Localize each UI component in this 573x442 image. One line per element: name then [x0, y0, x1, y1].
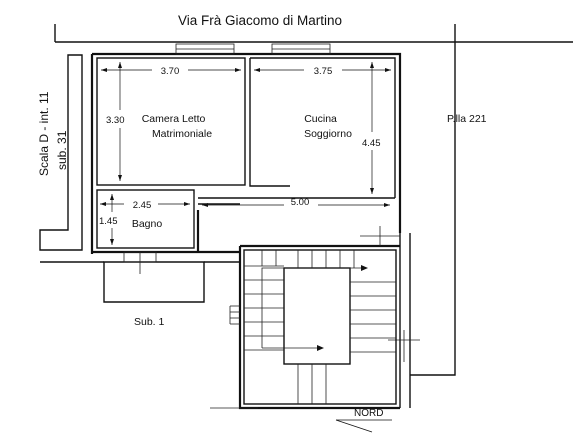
left-neighbour-outline — [39, 54, 83, 251]
sub-label: Sub. 1 — [134, 316, 165, 328]
side-label-line2: sub. 31 — [55, 130, 69, 170]
dim-corridor-length-label: 5.00 — [291, 197, 310, 208]
dim-bedroom-width: 3.70 — [101, 66, 241, 77]
dim-bath-height-label: 1.45 — [99, 216, 118, 227]
lower-block — [103, 261, 205, 303]
stairwell-inner — [243, 249, 397, 405]
dim-bedroom-width-label: 3.70 — [161, 66, 180, 77]
stairwell-outline — [238, 244, 400, 410]
stair-arrow-up-icon — [361, 265, 368, 271]
room-kitchen — [249, 57, 396, 198]
window-bedroom — [175, 43, 235, 55]
dim-kitchen-width: 3.75 — [254, 66, 391, 77]
dim-bedroom-height: 3.30 — [106, 62, 125, 181]
stair-steps — [244, 250, 396, 404]
room-label-bedroom: Camera Letto Matrimoniale — [142, 113, 212, 140]
room-label-bedroom-line1: Camera Letto — [142, 113, 206, 125]
dim-bath-width-label: 2.45 — [133, 200, 152, 211]
room-label-bathroom: Bagno — [132, 218, 163, 230]
dim-bedroom-height-label: 3.30 — [106, 115, 125, 126]
dim-kitchen-height-label: 4.45 — [362, 138, 381, 149]
right-neighbour-wall — [399, 42, 456, 408]
stairwell-vent — [229, 305, 240, 325]
north-arrow-icon — [335, 419, 392, 433]
window-kitchen — [271, 43, 331, 55]
dim-bath-height: 1.45 — [99, 194, 118, 245]
side-label-line1: Scala D - int. 11 — [37, 91, 51, 176]
apartment-outer-wall — [90, 52, 402, 254]
dim-kitchen-height: 4.45 — [362, 62, 381, 194]
room-label-kitchen-line2: Soggiorno — [304, 128, 352, 140]
stair-direction-path — [261, 267, 364, 348]
dim-corridor-length: 5.00 — [202, 197, 390, 208]
room-label-kitchen-line1: Cucina — [304, 113, 337, 125]
room-bedroom — [96, 57, 246, 186]
north-label: NORD — [354, 408, 383, 419]
street-name: Via Frà Giacomo di Martino — [178, 13, 342, 28]
room-label-kitchen: Cucina Soggiorno — [304, 113, 352, 140]
side-label-sub: sub. 31 — [55, 130, 69, 170]
room-label-bedroom-line2: Matrimoniale — [152, 128, 212, 140]
parcel-label: P.lla 221 — [447, 113, 487, 125]
dim-kitchen-width-label: 3.75 — [314, 66, 333, 77]
dim-bath-width: 2.45 — [100, 200, 190, 211]
stair-arrow-right-icon — [317, 345, 324, 351]
side-label: Scala D - int. 11 — [37, 91, 51, 176]
